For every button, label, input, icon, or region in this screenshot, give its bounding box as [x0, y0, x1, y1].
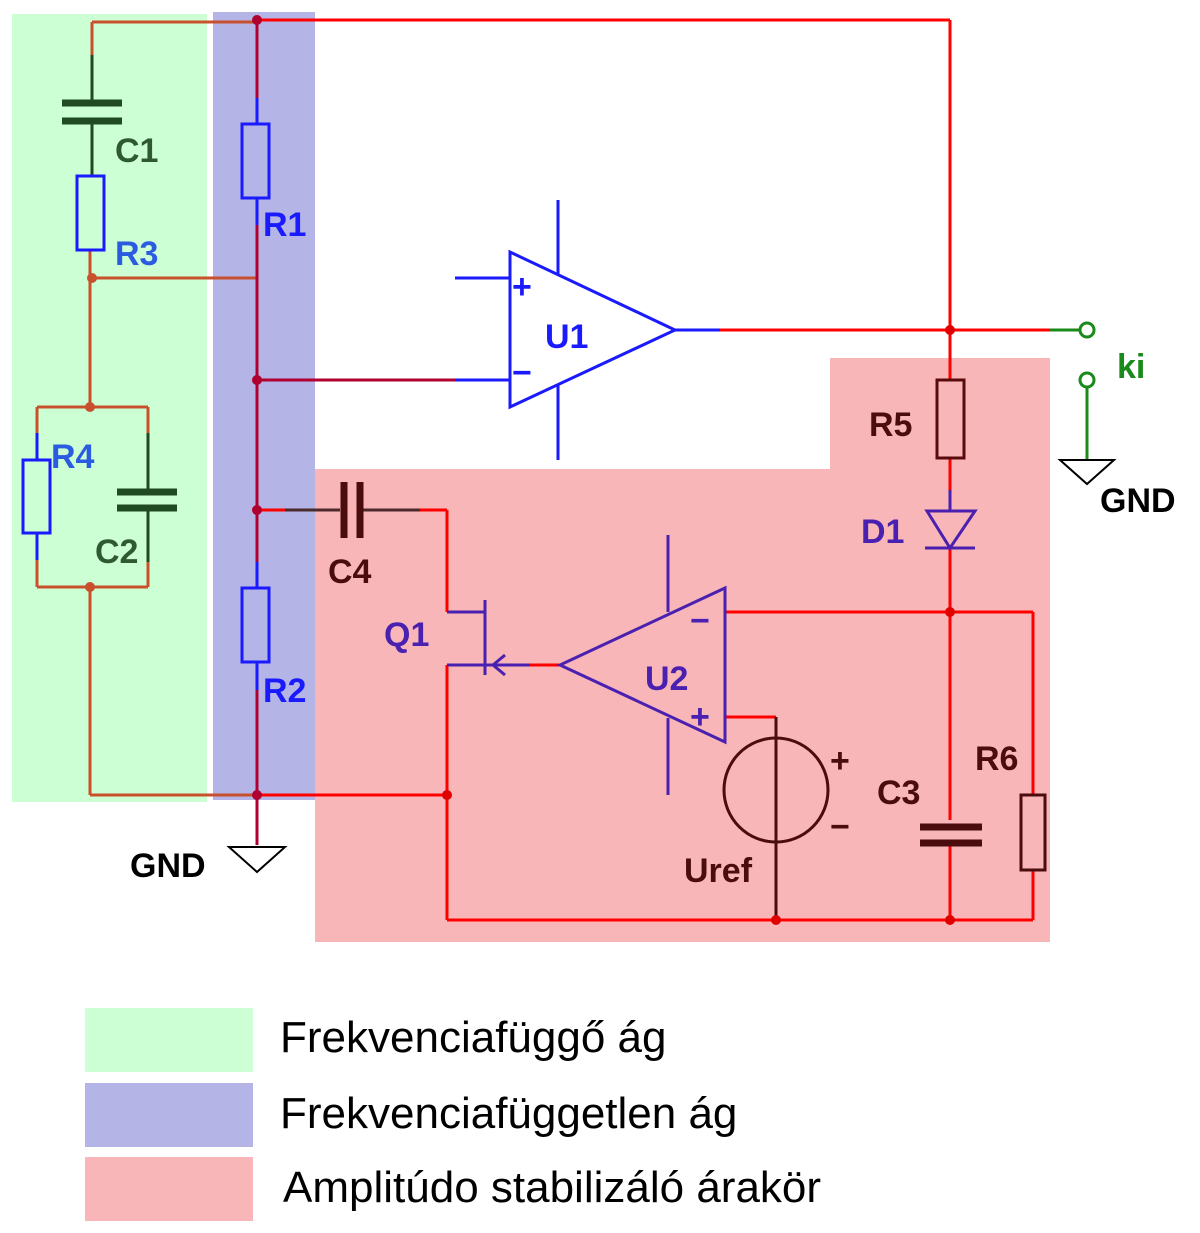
resistor-r1-symbol [240, 122, 271, 200]
uref-plus-sign: + [830, 742, 850, 780]
legend-item-frequency-independent: Frekvenciafüggetlen ág [85, 1083, 737, 1147]
capacitor-c3-symbol [920, 823, 982, 847]
r1-label: R1 [263, 206, 306, 244]
ground-symbol-bottom [226, 846, 288, 874]
capacitor-c1-symbol [62, 99, 122, 125]
opamp-u1-symbol [455, 200, 679, 460]
junction-dots [85, 15, 955, 925]
c4-label: C4 [328, 553, 372, 591]
legend: Frekvenciafüggő ág Frekvenciafüggetlen á… [85, 1008, 821, 1221]
u2-plus-sign: + [690, 698, 710, 736]
resistor-r2-symbol [240, 586, 271, 664]
d1-label: D1 [861, 513, 904, 551]
c3-label: C3 [877, 774, 920, 812]
output-terminal[interactable] [1057, 321, 1117, 486]
r6-label: R6 [975, 740, 1018, 778]
legend-item-frequency-dependent: Frekvenciafüggő ág [85, 1008, 666, 1072]
u1-plus-sign: + [512, 268, 532, 306]
output-ground-label: GND [1100, 482, 1176, 520]
legend-swatch [85, 1083, 253, 1147]
u1-label: U1 [545, 318, 588, 356]
ground-label-bottom: GND [130, 847, 206, 885]
top-output-wiring [257, 18, 1080, 380]
amplitude-stabilizer-region [315, 358, 1050, 942]
legend-label: Amplitúdo stabilizáló árakör [283, 1163, 821, 1212]
u1-minus-sign: − [512, 354, 532, 392]
opamp-u2-symbol [556, 535, 727, 795]
legend-swatch [85, 1008, 253, 1072]
diode-d1-symbol [924, 490, 978, 551]
r4-label: R4 [51, 438, 95, 476]
capacitor-c4-symbol [340, 482, 364, 538]
u2-minus-sign: − [690, 602, 710, 640]
transistor-q1-symbol [447, 600, 530, 677]
legend-label: Frekvenciafüggetlen ág [280, 1089, 737, 1138]
q1-label: Q1 [384, 616, 429, 654]
resistor-r3-symbol [75, 174, 106, 252]
voltage-source-uref-symbol [722, 717, 830, 920]
c2-label: C2 [95, 533, 138, 571]
r2-label: R2 [263, 672, 306, 710]
output-label: ki [1117, 348, 1145, 386]
legend-item-amplitude-stabilizer: Amplitúdo stabilizáló árakör [85, 1157, 821, 1221]
resistor-r5-symbol [935, 378, 966, 460]
frequency-independent-branch-region [213, 12, 315, 800]
uref-minus-sign: − [830, 808, 850, 846]
capacitor-c2-symbol [117, 488, 177, 512]
resistor-r6-symbol [1019, 793, 1047, 872]
r5-label: R5 [869, 406, 912, 444]
c1-label: C1 [115, 132, 158, 170]
uref-label: Uref [684, 852, 753, 890]
legend-label: Frekvenciafüggő ág [280, 1013, 666, 1062]
u2-label: U2 [645, 660, 688, 698]
r3-label: R3 [115, 235, 158, 273]
legend-swatch [85, 1157, 253, 1221]
freq-dependent-wiring [35, 20, 257, 797]
resistor-r4-symbol [21, 458, 52, 535]
